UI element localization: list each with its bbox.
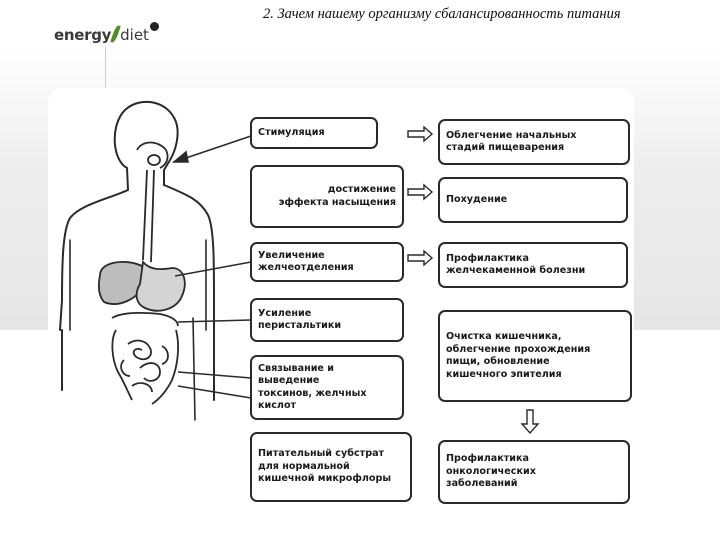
outcome-label: Очистка кишечника, облегчение прохождени… <box>446 331 591 380</box>
outcome-label: Похудение <box>446 193 508 205</box>
effect-box-toxins: Связывание и выведение токсинов, желчных… <box>250 355 404 420</box>
effect-label: Стимуляция <box>258 126 325 138</box>
effect-label: достижение эффекта насыщения <box>278 184 396 208</box>
effect-label: Усиление перистальтики <box>258 307 342 332</box>
effect-box-satiety: достижение эффекта насыщения <box>250 165 404 228</box>
badge-icon <box>149 22 159 31</box>
effect-box-peristalsis: Усиление перистальтики <box>250 298 404 342</box>
effect-label: Питательный субстрат для нормальной кише… <box>258 448 392 485</box>
outcome-box-cancer-prevention: Профилактика онкологических заболеваний <box>438 440 630 504</box>
effect-box-substrate: Питательный субстрат для нормальной кише… <box>250 432 412 502</box>
effect-label: Связывание и выведение токсинов, желчных… <box>258 362 367 412</box>
background-right-strip <box>640 330 720 540</box>
divider <box>105 46 106 88</box>
energy-diet-logo: energy diet <box>54 14 159 44</box>
effect-label: Увеличение желчеотделения <box>258 249 354 274</box>
effect-box-bile: Увеличение желчеотделения <box>250 242 404 282</box>
arrow-right-icon <box>407 183 434 201</box>
arrow-right-icon <box>407 125 434 143</box>
outcome-label: Профилактика онкологических заболеваний <box>446 453 536 490</box>
effect-box-stimulation: Стимуляция <box>250 117 378 149</box>
outcome-label: Облегчение начальных стадий пищеварения <box>446 129 577 154</box>
slide-title: 2. Зачем нашему организму сбалансированн… <box>263 6 621 22</box>
outcome-label: Профилактика желчекаменной болезни <box>446 252 586 277</box>
logo-energy-text: energy <box>54 26 112 44</box>
logo-diet-text: diet <box>120 26 149 44</box>
outcome-box-intestine-cleansing: Очистка кишечника, облегчение прохождени… <box>438 310 632 402</box>
outcome-box-weight-loss: Похудение <box>438 177 628 223</box>
arrow-down-icon <box>520 409 540 435</box>
arrow-right-icon <box>407 249 434 267</box>
outcome-box-gallstone-prevention: Профилактика желчекаменной болезни <box>438 242 628 288</box>
outcome-box-initial-digestion: Облегчение начальных стадий пищеварения <box>438 119 630 165</box>
